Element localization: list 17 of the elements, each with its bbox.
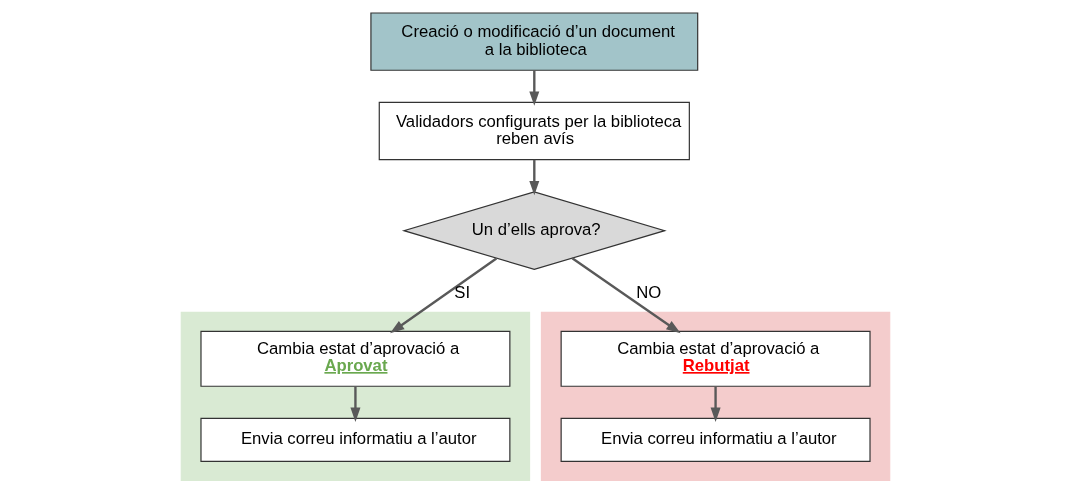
node-box: Cambia estat d’aprovació a Rebutjat <box>560 330 871 387</box>
arrow <box>528 70 539 106</box>
node-box: Validadors configurats per la biblioteca reben avís <box>378 101 690 161</box>
cluster <box>180 311 530 482</box>
node-box: Envia correu informatiu a l’autor <box>560 417 871 462</box>
edge-label: SI <box>453 283 470 303</box>
node-box: Creació o modificació d’un document a la biblioteca <box>369 12 698 71</box>
arrow <box>710 386 721 422</box>
cluster <box>540 311 890 482</box>
arrow <box>349 386 360 422</box>
arrow <box>571 257 681 334</box>
arrow <box>389 257 497 334</box>
node-diamond: Un d’ells aprova? <box>401 191 667 270</box>
edge-label: NO <box>635 283 661 303</box>
node-box: Cambia estat d’aprovació a Aprovat <box>199 330 510 387</box>
arrow <box>528 159 539 196</box>
node-box: Envia correu informatiu a l’autor <box>199 417 510 462</box>
